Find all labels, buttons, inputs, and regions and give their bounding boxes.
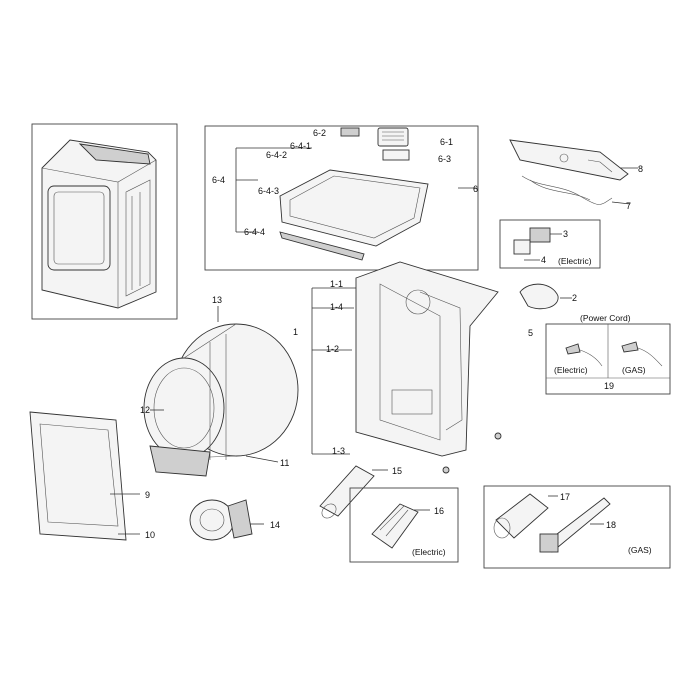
callout-1-4: 1-4 (330, 302, 343, 312)
control-panel-group (509, 139, 638, 205)
callout-13: 13 (212, 295, 222, 305)
callout-12: 12 (140, 405, 150, 415)
callout-11: 11 (280, 458, 289, 468)
drum-group (143, 306, 299, 477)
control-panel (509, 139, 629, 181)
thermostat-part-4 (513, 239, 531, 255)
callout-1-2: 1-2 (326, 344, 339, 354)
callout-6-1: 6-1 (440, 137, 453, 147)
filter-cover-6-1 (377, 127, 409, 147)
top-assembly-group (204, 125, 479, 271)
callout-16: 16 (434, 506, 444, 516)
callout-6-4-3: 6-4-3 (258, 186, 279, 196)
callout-10: 10 (145, 530, 155, 540)
callout-8: 8 (638, 164, 643, 174)
drive-belt (519, 283, 559, 310)
callout-2: 2 (572, 293, 577, 303)
note-power-cord: (Power Cord) (580, 313, 631, 323)
drum-front-opening (143, 357, 225, 459)
callout-9: 9 (145, 490, 150, 500)
dryer-control-panel (78, 143, 151, 165)
note-gas-burner: (GAS) (628, 545, 652, 555)
callout-6-4: 6-4 (212, 175, 225, 185)
gas-valve (495, 493, 549, 539)
dryer-inset-frame (31, 123, 178, 320)
callout-1: 1 (293, 327, 298, 337)
electric-cord-plug (565, 343, 581, 355)
front-bulkhead-duct (149, 445, 211, 477)
dryer-door (47, 185, 111, 271)
note-power-cord-gas: (GAS) (622, 365, 646, 375)
callout-1-3: 1-3 (332, 446, 345, 456)
door-group (29, 411, 140, 541)
top-assembly-frame (204, 125, 479, 271)
callout-17: 17 (560, 492, 570, 502)
gas-burner-box (483, 485, 671, 569)
callout-5: 5 (528, 328, 533, 338)
callout-6-4-4: 6-4-4 (244, 227, 265, 237)
leveling-foot (442, 466, 450, 474)
callout-3: 3 (563, 229, 568, 239)
power-cord-box (545, 323, 671, 395)
heater-kit-frame (499, 219, 601, 269)
callout-6-3: 6-3 (438, 154, 451, 164)
filter-grille-6-3 (382, 149, 410, 161)
cabinet (311, 261, 502, 474)
cabinet-frame (355, 261, 499, 457)
heater-electric-frame (349, 487, 459, 563)
heater-element (371, 503, 419, 549)
blower-housing (189, 499, 235, 541)
callout-15: 15 (392, 466, 402, 476)
blower-housing-14 (189, 499, 264, 541)
door-outer (29, 411, 127, 541)
callout-1-1: 1-1 (330, 279, 343, 289)
callout-19: 19 (604, 381, 614, 391)
callout-7: 7 (626, 201, 631, 211)
callout-6-4-1: 6-4-1 (290, 141, 311, 151)
wire-harness (521, 175, 613, 205)
callout-14: 14 (270, 520, 280, 530)
thermostat-part-3 (529, 227, 551, 243)
heater-kit-box (499, 219, 601, 269)
top-rear-strip (279, 231, 365, 261)
note-power-cord-electric: (Electric) (554, 365, 588, 375)
callout-6-2: 6-2 (313, 128, 326, 138)
note-heater-electric: (Electric) (412, 547, 446, 557)
bracket-6-2 (340, 127, 360, 137)
callout-6-4-2: 6-4-2 (266, 150, 287, 160)
note-electric-heater-kit: (Electric) (558, 256, 592, 266)
heater-electric-box (349, 487, 459, 563)
part-2-belt (519, 283, 572, 310)
top-panel (279, 169, 429, 247)
exhaust-duct (319, 465, 375, 517)
callout-18: 18 (606, 520, 616, 530)
gas-cord-plug (621, 341, 639, 353)
gas-burner-frame (483, 485, 671, 569)
exhaust-duct-15 (319, 465, 388, 519)
assembled-dryer-inset (31, 123, 178, 320)
callout-4: 4 (541, 255, 546, 265)
callout-6: 6 (473, 184, 478, 194)
